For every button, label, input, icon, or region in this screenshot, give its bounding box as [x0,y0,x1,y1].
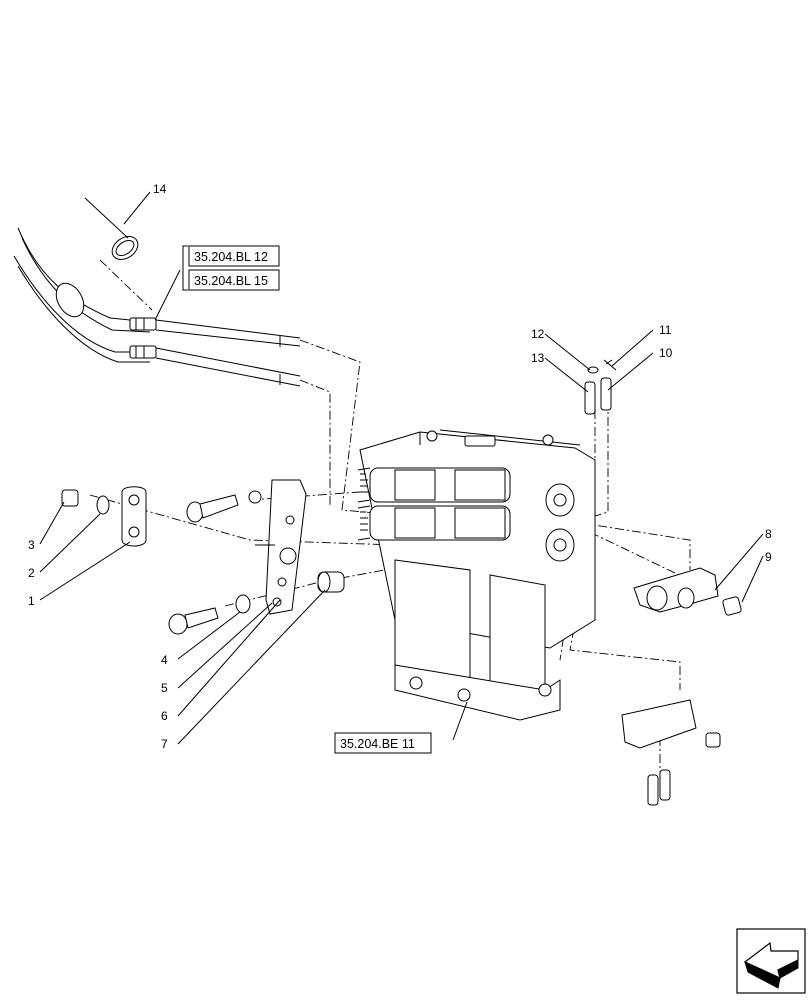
callout-3: 3 [28,538,35,552]
clevis-pins [584,377,612,415]
valve-base [394,559,561,721]
callout-7: 7 [161,737,168,751]
hydraulic-hoses [13,227,301,387]
callout-4: 4 [161,653,168,667]
assembled-clevis [621,699,721,806]
callout-6: 6 [161,709,168,723]
clevis-part [633,567,719,613]
reference-bl12[interactable]: 35.204.BL 12 [194,250,268,264]
flat-washer-part [235,594,251,614]
spool-sections [357,467,511,541]
callout-labels: 14 3 2 1 4 5 6 7 12 13 11 10 8 9 [28,182,772,751]
lock-nut-part [722,596,742,616]
callout-2: 2 [28,566,35,580]
spring-clip-part [603,359,617,371]
reference-be11[interactable]: 35.204.BE 11 [340,737,415,751]
control-valve-block [357,429,596,721]
bushing-part [317,571,345,593]
callout-9: 9 [765,550,772,564]
reference-bl15[interactable]: 35.204.BL 15 [194,274,268,288]
callout-5: 5 [161,681,168,695]
reference-box-be: 35.204.BE 11 [334,732,432,754]
callout-14: 14 [153,182,167,196]
callout-1: 1 [28,594,35,608]
o-ring-part [84,197,139,260]
reference-box-group-bl: 35.204.BL 12 35.204.BL 15 [182,245,280,291]
callout-11: 11 [659,323,672,337]
callout-10: 10 [659,346,673,360]
callout-12: 12 [531,327,545,341]
washer-part [96,495,110,515]
split-pin-part [587,366,599,374]
bolt-part [168,607,219,635]
upper-bolt-part [186,490,262,523]
nut-part [61,489,79,507]
next-page-arrow-icon[interactable] [736,928,806,994]
leader-lines [39,191,764,745]
clip-part [121,486,147,547]
callout-8: 8 [765,527,772,541]
pedal-plate-part [255,479,307,615]
callout-13: 13 [531,351,545,365]
